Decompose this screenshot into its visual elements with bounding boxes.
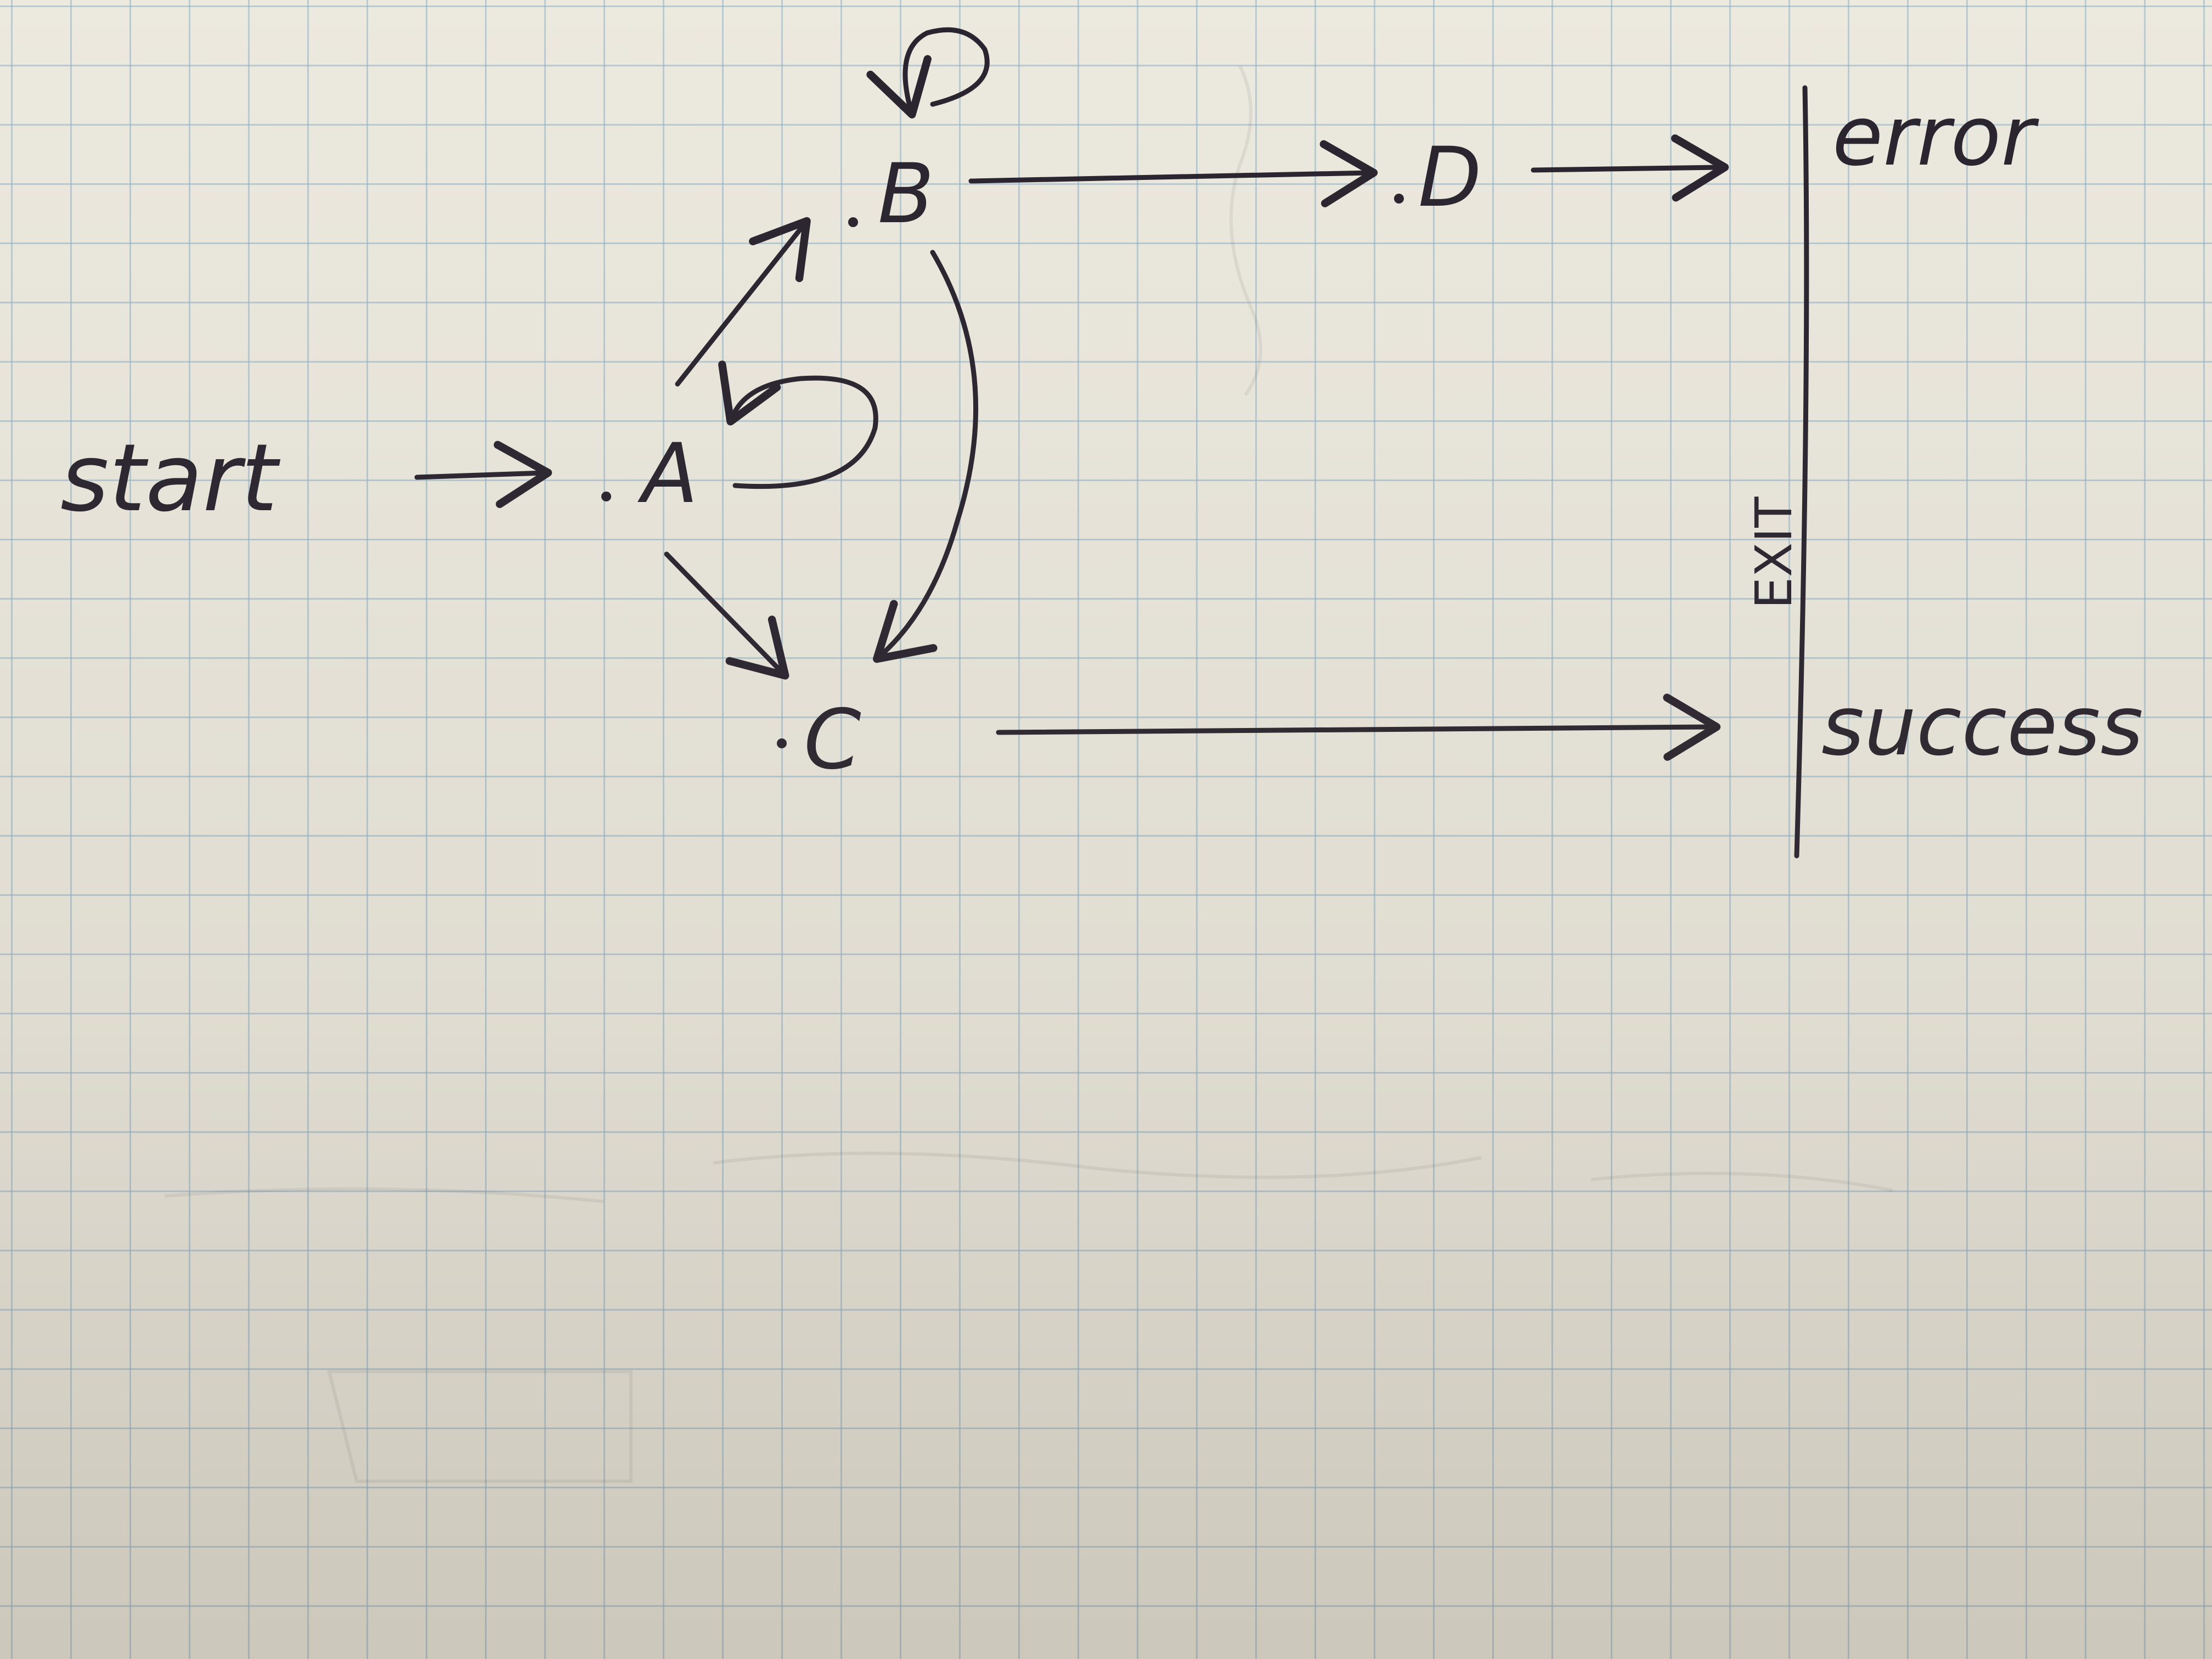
- start-label: start: [60, 424, 280, 533]
- node-c-dot: [777, 738, 787, 748]
- error-outcome-label: error: [1832, 89, 2039, 184]
- start-to-a-arrow: [414, 441, 552, 508]
- node-d-label: D: [1418, 130, 1482, 225]
- node-c-label: C: [804, 692, 861, 788]
- b-to-c-arrow: [873, 250, 979, 663]
- a-to-b-arrow: [675, 217, 811, 387]
- c-to-success-arrow: [996, 693, 1721, 761]
- exit-label: EXIT: [1745, 496, 1803, 609]
- node-a-self-loop: [718, 360, 878, 489]
- node-a-dot: [601, 492, 611, 501]
- node-b-label: B: [878, 146, 934, 242]
- exit-boundary-line: [1794, 85, 1809, 859]
- node-b-dot: [848, 217, 858, 227]
- b-to-d-arrow: [968, 140, 1378, 207]
- node-a-label: A: [637, 426, 698, 522]
- d-to-error-arrow: [1531, 134, 1729, 202]
- show-through-marks: [164, 65, 1893, 1483]
- a-to-c-arrow: [664, 551, 789, 680]
- success-outcome-label: success: [1821, 679, 2143, 774]
- node-d-dot: [1394, 194, 1404, 204]
- node-b-self-loop: [866, 27, 990, 119]
